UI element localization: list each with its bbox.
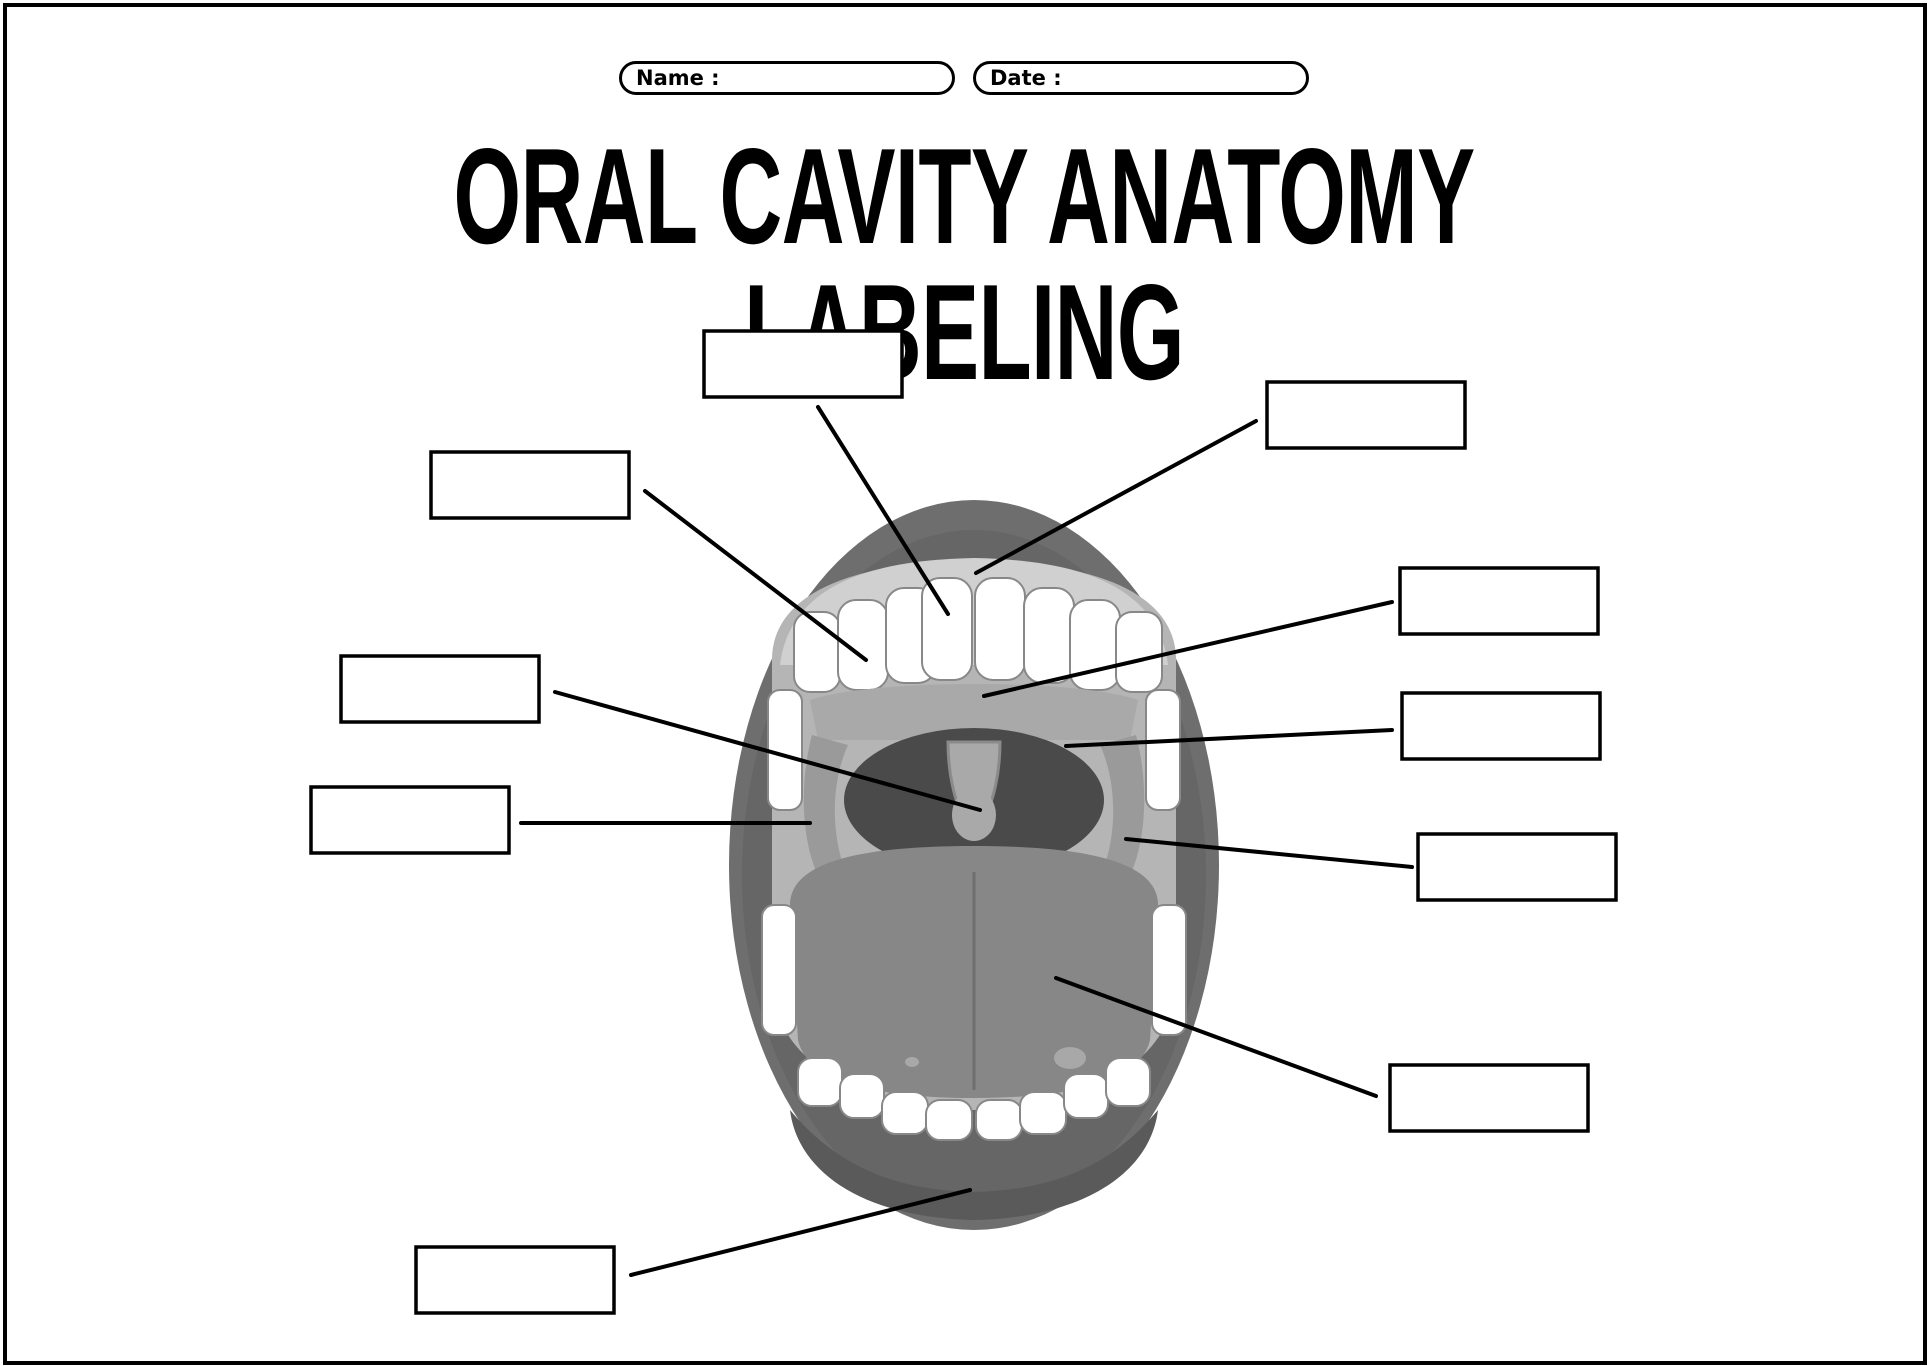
leader-line-3 [643,489,868,662]
label-box-1[interactable] [702,329,904,399]
tongue-highlight-small [905,1057,919,1067]
tongue-highlight [1054,1047,1086,1069]
right-tonsil-arch [1100,735,1145,880]
leader-line-8 [1124,837,1414,869]
upper-teeth [767,577,1181,811]
label-box-8[interactable] [1416,832,1618,902]
label-box-7[interactable] [309,785,511,855]
leader-line-1 [816,405,950,616]
name-label: Name : [636,66,720,90]
label-box-9[interactable] [1388,1063,1590,1133]
leader-line-6 [553,690,982,812]
leader-line-5 [1064,728,1394,748]
lower-lip [790,1110,1158,1220]
date-field[interactable]: Date : [973,61,1309,95]
label-box-5[interactable] [1400,691,1602,761]
lower-teeth [761,904,1187,1141]
leader-line-10 [629,1188,972,1277]
name-field[interactable]: Name : [619,61,955,95]
leader-line-4 [982,600,1394,698]
label-boxes [309,329,1618,1315]
label-box-2[interactable] [1265,380,1467,450]
mouth-illustration [729,500,1219,1230]
label-box-4[interactable] [1398,566,1600,636]
leader-line-2 [974,419,1258,575]
leader-line-9 [1054,976,1378,1098]
uvula-tip [952,789,996,841]
label-box-6[interactable] [339,654,541,724]
palate [810,684,1138,740]
leader-lines [519,405,1414,1277]
label-box-3[interactable] [429,450,631,520]
label-box-10[interactable] [414,1245,616,1315]
date-label: Date : [990,66,1062,90]
